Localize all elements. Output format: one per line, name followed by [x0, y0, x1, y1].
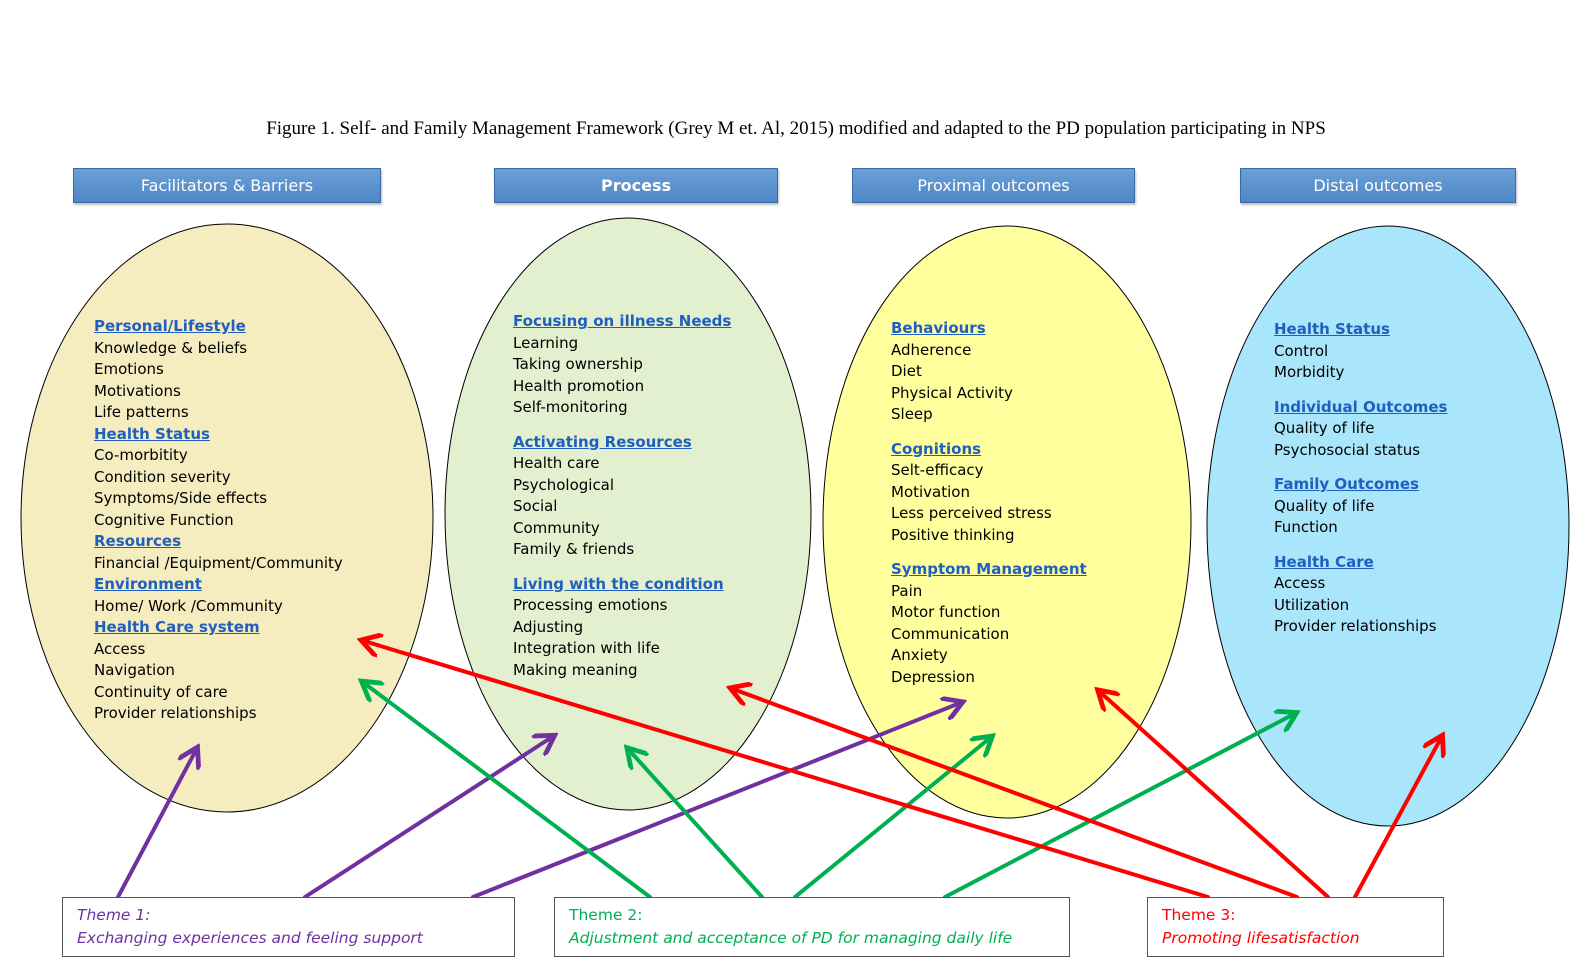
list-item: Provider relationships: [1274, 617, 1437, 635]
list-item: Cognitive Function: [94, 510, 234, 529]
list-item: Pain: [891, 581, 923, 600]
list-item: Financial /Equipment/Community: [94, 553, 343, 572]
theme2-arrow-distal: [943, 714, 1294, 899]
list-item: Social: [513, 497, 558, 515]
header-process: Process: [494, 168, 778, 203]
theme2-arrow-process: [629, 750, 764, 899]
section-heading-living-with-the-condition: Living with the condition: [513, 574, 724, 593]
theme3-text: Promoting lifesatisfaction: [1162, 929, 1360, 947]
process-text: Focusing on illness Needs Learning Takin…: [513, 311, 731, 681]
list-item: Quality of life: [1274, 419, 1375, 437]
list-item: Anxiety: [891, 646, 948, 664]
list-item: Sleep: [891, 405, 933, 423]
list-item: Home/ Work /Community: [94, 596, 283, 615]
list-item: Motor function: [891, 603, 1001, 621]
distal-text: Health Status Control Morbidity Individu…: [1274, 319, 1448, 638]
list-item: Communication: [891, 624, 1010, 643]
theme3-arrow-process: [733, 689, 1299, 899]
ellipse-distal: [1206, 225, 1570, 827]
section-heading-health-care-system: Health Care system: [94, 618, 260, 636]
theme2-arrow-facilitators: [364, 683, 652, 899]
list-item: Integration with life: [513, 639, 660, 657]
theme1-arrow-proximal: [471, 703, 960, 899]
list-item: Motivations: [94, 381, 181, 400]
section-heading-individual-outcomes: Individual Outcomes: [1274, 397, 1448, 416]
header-distal-outcomes: Distal outcomes: [1240, 168, 1516, 203]
list-item: Access: [1274, 574, 1326, 592]
list-item: Self-monitoring: [513, 398, 628, 416]
list-item: Family & friends: [513, 540, 635, 558]
theme3-arrow-facilitators: [364, 641, 1210, 899]
section-heading-health-status: Health Status: [94, 424, 210, 443]
list-item: Diet: [891, 362, 922, 380]
section-heading-cognitions: Cognitions: [891, 439, 982, 458]
figure-caption: Figure 1. Self- and Family Management Fr…: [266, 118, 1326, 139]
list-item: Processing emotions: [513, 596, 668, 614]
list-item: Psychosocial status: [1274, 440, 1421, 459]
theme1-label: Theme 1:: [77, 906, 151, 924]
header-facilitators-barriers: Facilitators & Barriers: [73, 168, 381, 203]
theme1-text: Exchanging experiences and feeling suppo…: [77, 929, 423, 947]
list-item: Learning: [513, 333, 579, 352]
list-item: Knowledge & beliefs: [94, 338, 248, 357]
list-item: Selt-efficacy: [891, 461, 984, 479]
section-heading-activating-resources: Activating Resources: [513, 432, 692, 451]
list-item: Control: [1274, 341, 1329, 360]
list-item: Function: [1274, 518, 1338, 536]
theme3-arrow-distal: [1353, 738, 1441, 899]
list-item: Motivation: [891, 482, 970, 501]
theme2-text: Adjustment and acceptance of PD for mana…: [569, 929, 1013, 947]
ellipse-process: [444, 217, 812, 811]
theme2-label: Theme 2:: [569, 906, 643, 924]
list-item: Quality of life: [1274, 496, 1375, 515]
list-item: Symptoms/Side effects: [94, 489, 268, 507]
list-item: Emotions: [94, 360, 164, 378]
section-heading-family-outcomes: Family Outcomes: [1274, 475, 1419, 493]
section-heading-focusing-on-illness-needs: Focusing on illness Needs: [513, 312, 732, 330]
list-item: Taking ownership: [513, 355, 643, 373]
ellipse-facilitators: [20, 223, 434, 813]
header-proximal-outcomes: Proximal outcomes: [852, 168, 1135, 203]
section-heading-health-status: Health Status: [1274, 320, 1390, 338]
list-item: Health care: [513, 454, 600, 472]
list-item: Psychological: [513, 475, 615, 494]
list-item: Community: [513, 518, 600, 537]
section-heading-health-care: Health Care: [1274, 552, 1374, 571]
section-heading-personal-lifestyle: Personal/Lifestyle: [94, 317, 246, 335]
section-heading-environment: Environment: [94, 575, 202, 593]
list-item: Making meaning: [513, 660, 638, 679]
list-item: Health promotion: [513, 376, 645, 395]
section-heading-behaviours: Behaviours: [891, 319, 986, 337]
theme3-label: Theme 3:: [1162, 906, 1236, 924]
section-heading-symptom-management: Symptom Management: [891, 560, 1087, 578]
section-heading-resources: Resources: [94, 532, 182, 550]
list-item: Adjusting: [513, 617, 584, 636]
theme2-arrow-proximal: [793, 738, 990, 899]
proximal-text: Behaviours Adherence Diet Physical Activ…: [891, 318, 1087, 688]
list-item: Continuity of care: [94, 682, 228, 701]
list-item: Provider relationships: [94, 704, 257, 722]
list-item: Positive thinking: [891, 525, 1015, 544]
theme2-box: Theme 2: Adjustment and acceptance of PD…: [554, 897, 1070, 957]
list-item: Adherence: [891, 340, 972, 359]
facilitators-text: Personal/Lifestyle Knowledge & beliefs E…: [94, 316, 343, 725]
theme3-box: Theme 3: Promoting lifesatisfaction: [1147, 897, 1444, 957]
list-item: Life patterns: [94, 403, 189, 421]
ellipse-proximal: [822, 225, 1192, 819]
list-item: Co-morbitity: [94, 446, 188, 464]
list-item: Utilization: [1274, 595, 1350, 614]
theme3-arrow-proximal: [1100, 692, 1330, 899]
list-item: Access: [94, 639, 146, 658]
list-item: Morbidity: [1274, 363, 1345, 381]
theme1-arrow-process: [303, 737, 552, 899]
list-item: Less perceived stress: [891, 504, 1052, 522]
list-item: Physical Activity: [891, 383, 1013, 402]
theme1-box: Theme 1: Exchanging experiences and feel…: [62, 897, 515, 957]
theme1-arrow-facilitators: [116, 750, 196, 899]
list-item: Depression: [891, 667, 975, 686]
list-item: Navigation: [94, 661, 175, 679]
list-item: Condition severity: [94, 467, 231, 486]
